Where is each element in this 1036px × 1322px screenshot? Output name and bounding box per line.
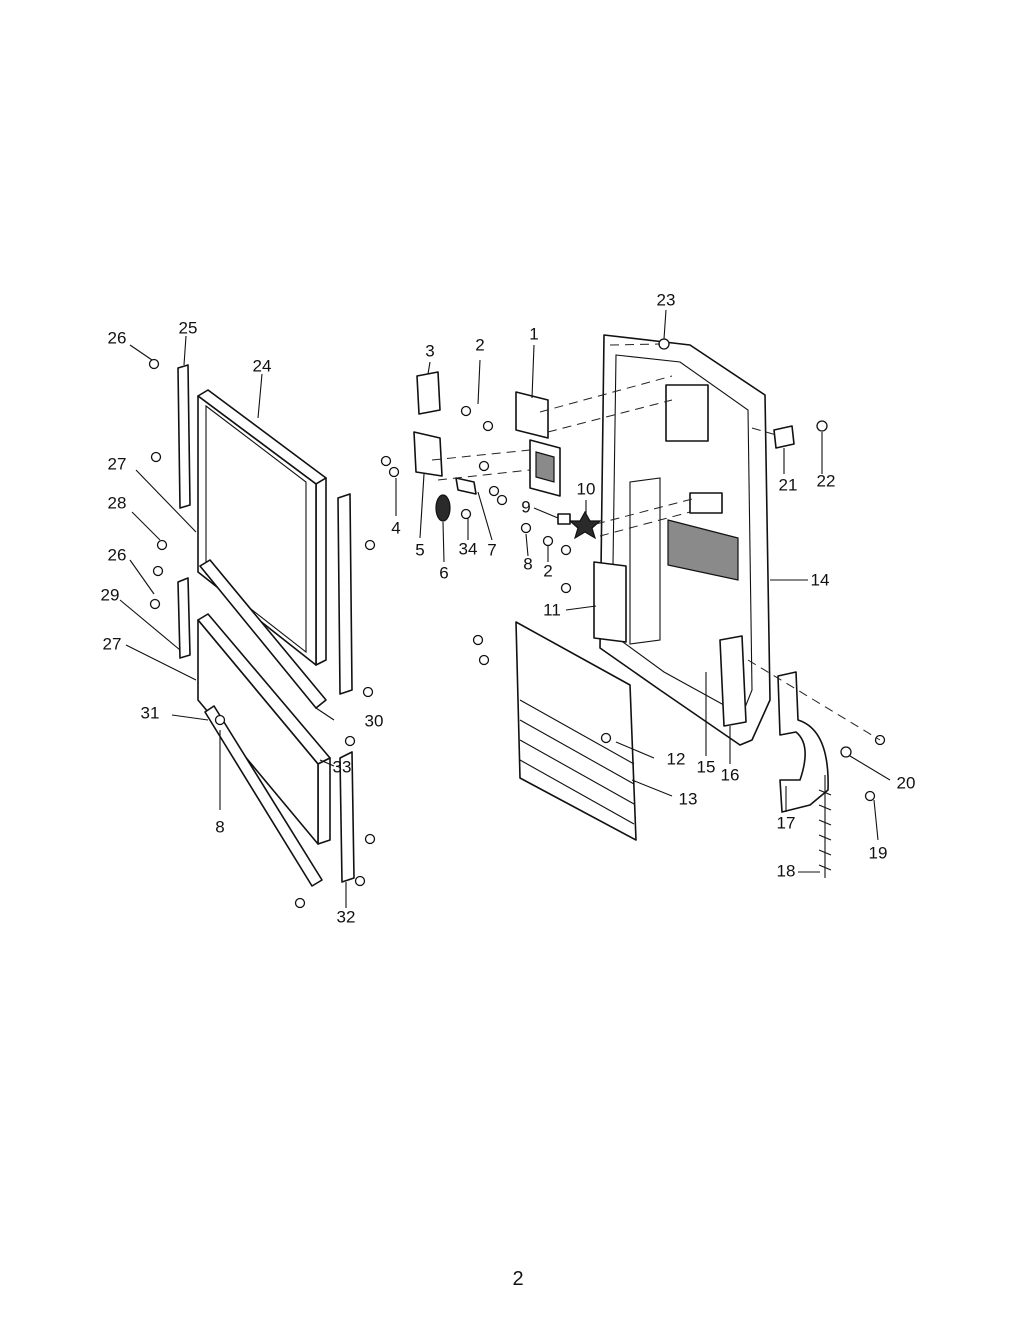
callout-18: 18 bbox=[777, 861, 796, 880]
callout-29: 29 bbox=[101, 585, 120, 604]
callout-6: 6 bbox=[439, 563, 448, 582]
part-6-grommet bbox=[435, 494, 451, 522]
right-frame-assembly bbox=[380, 334, 886, 878]
part-9-clip bbox=[557, 513, 571, 525]
callout-15: 15 bbox=[697, 757, 716, 776]
part-10-knob bbox=[568, 510, 602, 540]
callout-1: 1 bbox=[529, 324, 538, 343]
part-16-hinge-mount bbox=[719, 635, 747, 727]
part-25-trim-strip bbox=[177, 364, 191, 509]
callout-2: 2 bbox=[475, 335, 484, 354]
callout-27: 27 bbox=[103, 634, 122, 653]
callout-8: 8 bbox=[523, 554, 532, 573]
alignment-lines bbox=[431, 343, 881, 741]
callout-7: 7 bbox=[487, 540, 496, 559]
part-17-hinge-arm bbox=[777, 671, 829, 813]
part-11-hinge-bracket bbox=[593, 561, 627, 643]
callout-24: 24 bbox=[253, 356, 272, 375]
callout-31: 31 bbox=[141, 703, 160, 722]
part-1-latch bbox=[515, 391, 561, 497]
part-29-bracket bbox=[177, 577, 191, 659]
callout-26: 26 bbox=[108, 328, 127, 347]
leader-lines bbox=[119, 309, 891, 908]
part-24-upper-panel bbox=[197, 389, 327, 666]
callout-9: 9 bbox=[521, 497, 530, 516]
part-21-clip bbox=[773, 425, 795, 449]
callout-25: 25 bbox=[179, 318, 198, 337]
part-33-end-cap bbox=[339, 751, 355, 883]
callout-2: 2 bbox=[543, 561, 552, 580]
left-screws bbox=[148, 358, 376, 909]
callout-22: 22 bbox=[817, 471, 836, 490]
callout-17: 17 bbox=[777, 813, 796, 832]
left-door-assembly bbox=[148, 358, 376, 909]
part-23-screw bbox=[658, 338, 670, 350]
callout-3: 3 bbox=[425, 341, 434, 360]
callout-19: 19 bbox=[869, 843, 888, 862]
callout-33: 33 bbox=[333, 757, 352, 776]
callout-5: 5 bbox=[415, 540, 424, 559]
part-30-trim-rail bbox=[199, 559, 327, 709]
callout-8: 8 bbox=[215, 817, 224, 836]
page-number: 2 bbox=[512, 1268, 524, 1290]
part-18-spring bbox=[818, 775, 832, 878]
part-7-lever bbox=[455, 477, 477, 495]
part-upper-side-trim bbox=[337, 493, 353, 695]
callout-27: 27 bbox=[108, 454, 127, 473]
callout-32: 32 bbox=[337, 907, 356, 926]
callout-13: 13 bbox=[679, 789, 698, 808]
callout-28: 28 bbox=[108, 493, 127, 512]
callout-34: 34 bbox=[459, 539, 478, 558]
part-22-screw bbox=[816, 420, 828, 432]
callout-23: 23 bbox=[657, 290, 676, 309]
callout-30: 30 bbox=[365, 711, 384, 730]
callout-16: 16 bbox=[721, 765, 740, 784]
callout-4: 4 bbox=[391, 518, 400, 537]
callout-14: 14 bbox=[811, 570, 830, 589]
callout-11: 11 bbox=[543, 600, 561, 619]
part-3-plate bbox=[416, 371, 441, 415]
callout-21: 21 bbox=[779, 475, 798, 494]
part-27-lower-panel bbox=[197, 613, 331, 845]
callout-10: 10 bbox=[577, 479, 596, 498]
callout-26: 26 bbox=[108, 545, 127, 564]
right-screws bbox=[380, 405, 886, 802]
part-13-louver-panel bbox=[515, 621, 637, 841]
callout-12: 12 bbox=[667, 749, 686, 768]
callout-labels: 1 2 2 3 4 5 6 7 8 8 9 10 11 12 13 14 15 … bbox=[101, 290, 916, 926]
part-31-bottom-rail bbox=[204, 705, 323, 887]
callout-20: 20 bbox=[897, 773, 916, 792]
part-5-switch bbox=[413, 431, 443, 477]
